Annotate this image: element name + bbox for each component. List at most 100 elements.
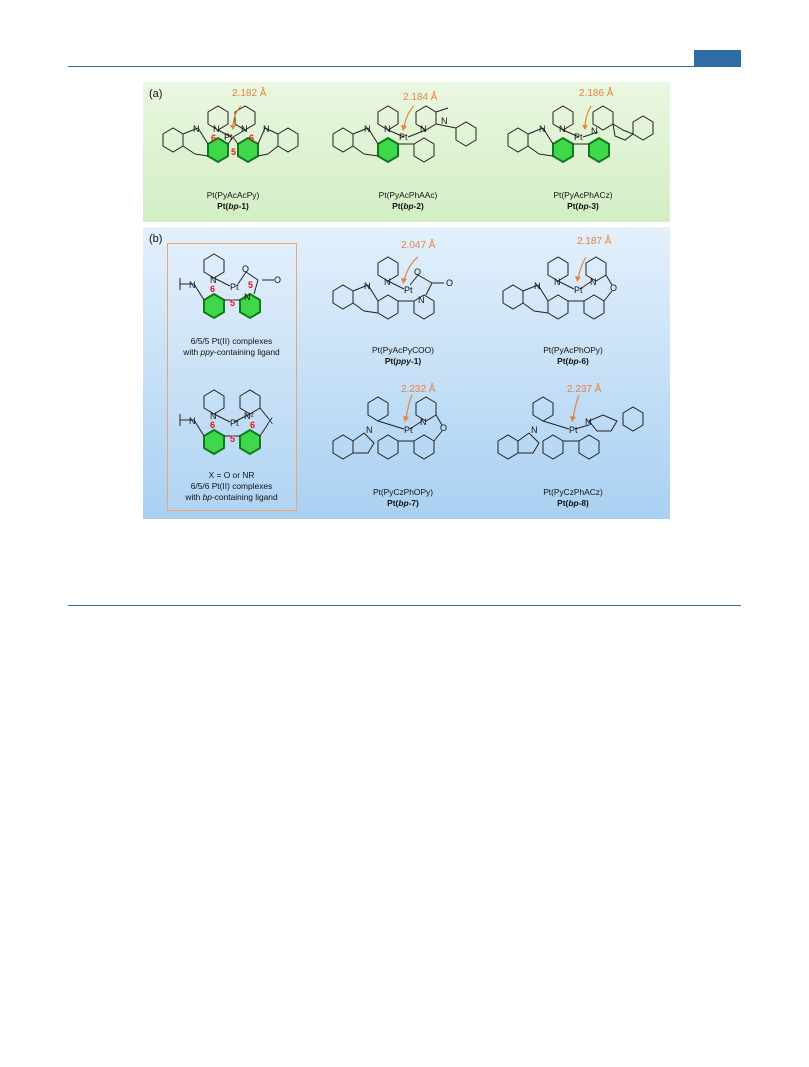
caption-bp-8: Pt(PyCzPhACz) Pt(bp-8) (503, 487, 643, 509)
o-atom: O (446, 278, 453, 288)
legend-box: Pt N N O O N 6 5 5 6/5/5 Pt(II) complexe… (167, 243, 297, 511)
n-atom: N (364, 281, 371, 291)
bond-length-ppy-1: 2.047 Å (401, 240, 436, 251)
caption-bp-3: Pt(PyAcPhACz) Pt(bp-3) (513, 190, 653, 212)
compound-id: Pt(bp-2) (392, 201, 424, 211)
pt-atom: Pt (574, 285, 583, 295)
ring-number-six: 6 (250, 420, 255, 430)
caption-rule (68, 605, 741, 606)
structure-656-scaffold: Pt N N² N X 6 6 5 (179, 389, 273, 456)
n-atom: N (420, 417, 427, 427)
bond-length-bp-1: 2.182 Å (232, 88, 267, 99)
figure: (a) Pt N N N N 6 6 (143, 82, 670, 519)
ring-number-six: 6 (210, 284, 215, 294)
n-atom: N (531, 425, 538, 435)
n-atom: N (366, 425, 373, 435)
pt-atom: Pt (569, 425, 578, 435)
pt-atom: Pt (404, 425, 413, 435)
n-atom: N (263, 124, 270, 134)
n-atom: N (213, 124, 220, 134)
compound-id: Pt(ppy-1) (384, 356, 422, 366)
panel-a-label: (a) (149, 88, 163, 100)
n-atom: N (364, 124, 371, 134)
caption-ppy-1: Pt(PyAcPyCOO) Pt(ppy-1) (333, 345, 473, 367)
bond-length-bp-8: 2.237 Å (567, 384, 602, 395)
compound-name: Pt(PyAcPhACz) (553, 190, 613, 200)
n-atom: N (554, 277, 561, 287)
n-atom: N (420, 124, 427, 134)
ring-number-five: 5 (230, 298, 235, 308)
pt-atom: Pt (399, 132, 408, 142)
n-atom: N (590, 277, 597, 287)
caption-bp-1: Pt(PyAcAcPy) Pt(bp-1) (163, 190, 303, 212)
n2-atom: N² (244, 411, 254, 421)
structure-655-scaffold: Pt N N O O N 6 5 5 (179, 253, 281, 320)
n-atom: N (591, 126, 598, 136)
compound-name: Pt(PyAcPhOPy) (543, 345, 603, 355)
pt-atom: Pt (230, 282, 239, 292)
panel-a: (a) Pt N N N N 6 6 (143, 82, 670, 222)
compound-name: Pt(PyAcAcPy) (206, 190, 260, 200)
n-atom: N (559, 124, 566, 134)
structure-ppy-1: Pt N N O O N (332, 256, 453, 320)
panel-b: (b) Pt N N O O N 6 (143, 227, 670, 519)
ring-number-six: 6 (249, 133, 254, 143)
compound-name: Pt(PyCzPhACz) (543, 487, 603, 497)
n-atom: N (241, 124, 248, 134)
pt-atom: Pt (404, 285, 413, 295)
n-atom: N (193, 124, 200, 134)
header-tab (694, 50, 741, 66)
structure-bp-3: Pt N N N (507, 105, 654, 164)
structure-bp-2: Pt N N N N (332, 105, 477, 164)
x-atom: X (267, 416, 273, 426)
compound-id: Pt(bp-6) (557, 356, 589, 366)
ring-number-five: 5 (248, 280, 253, 290)
legend-caption-655: 6/5/5 Pt(II) complexes with ppy-containi… (183, 336, 280, 357)
structure-bp-8: Pt N N (497, 394, 644, 460)
structure-bp-6: Pt N N N O (502, 256, 617, 320)
n-atom: N (534, 281, 541, 291)
compound-id: Pt(bp-7) (387, 498, 419, 508)
ring-number-five: 5 (230, 434, 235, 444)
n-atom: N (189, 280, 196, 290)
caption-bp-2: Pt(PyAcPhAAc) Pt(bp-2) (338, 190, 478, 212)
panel-b-label: (b) (149, 233, 163, 245)
o-atom: O (274, 275, 281, 285)
o-atom: O (414, 267, 421, 277)
compound-id: Pt(bp-3) (567, 201, 599, 211)
ring-number-six: 6 (211, 133, 216, 143)
header-rule (68, 66, 741, 67)
n-atom: N (418, 295, 425, 305)
legend-caption-656: X = O or NR 6/5/6 Pt(II) complexes with … (185, 470, 278, 502)
compound-name: Pt(PyCzPhOPy) (372, 487, 434, 497)
structure-bp-1: Pt N N N N 6 6 5 (162, 105, 299, 164)
n-atom: N (244, 292, 251, 302)
structure-bp-7: Pt N N O (332, 394, 447, 460)
pt-atom: Pt (224, 132, 233, 142)
o-atom: O (610, 283, 617, 293)
bond-length-bp-6: 2.187 Å (577, 236, 612, 247)
o-atom: O (242, 264, 249, 274)
bond-length-bp-7: 2.232 Å (401, 384, 436, 395)
bond-length-bp-2: 2.184 Å (403, 92, 438, 103)
compound-name: Pt(PyAcPhAAc) (378, 190, 438, 200)
bond-length-bp-3: 2.186 Å (579, 88, 614, 99)
pt-atom: Pt (574, 132, 583, 142)
n-atom: N (189, 416, 196, 426)
n-atom: N (585, 417, 592, 427)
n-atom: N (210, 275, 217, 285)
ring-number-six: 6 (210, 420, 215, 430)
caption-bp-6: Pt(PyAcPhOPy) Pt(bp-6) (503, 345, 643, 367)
n-atom: N (384, 277, 391, 287)
n-atom: N (384, 124, 391, 134)
n-atom: N (441, 116, 448, 126)
ring-number-five: 5 (231, 147, 236, 157)
n-atom: N (210, 411, 217, 421)
n-atom: N (539, 124, 546, 134)
compound-name: Pt(PyAcPyCOO) (372, 345, 434, 355)
compound-id: Pt(bp-8) (557, 498, 589, 508)
o-atom: O (440, 423, 447, 433)
pt-atom: Pt (230, 418, 239, 428)
caption-bp-7: Pt(PyCzPhOPy) Pt(bp-7) (333, 487, 473, 509)
compound-id: Pt(bp-1) (217, 201, 249, 211)
